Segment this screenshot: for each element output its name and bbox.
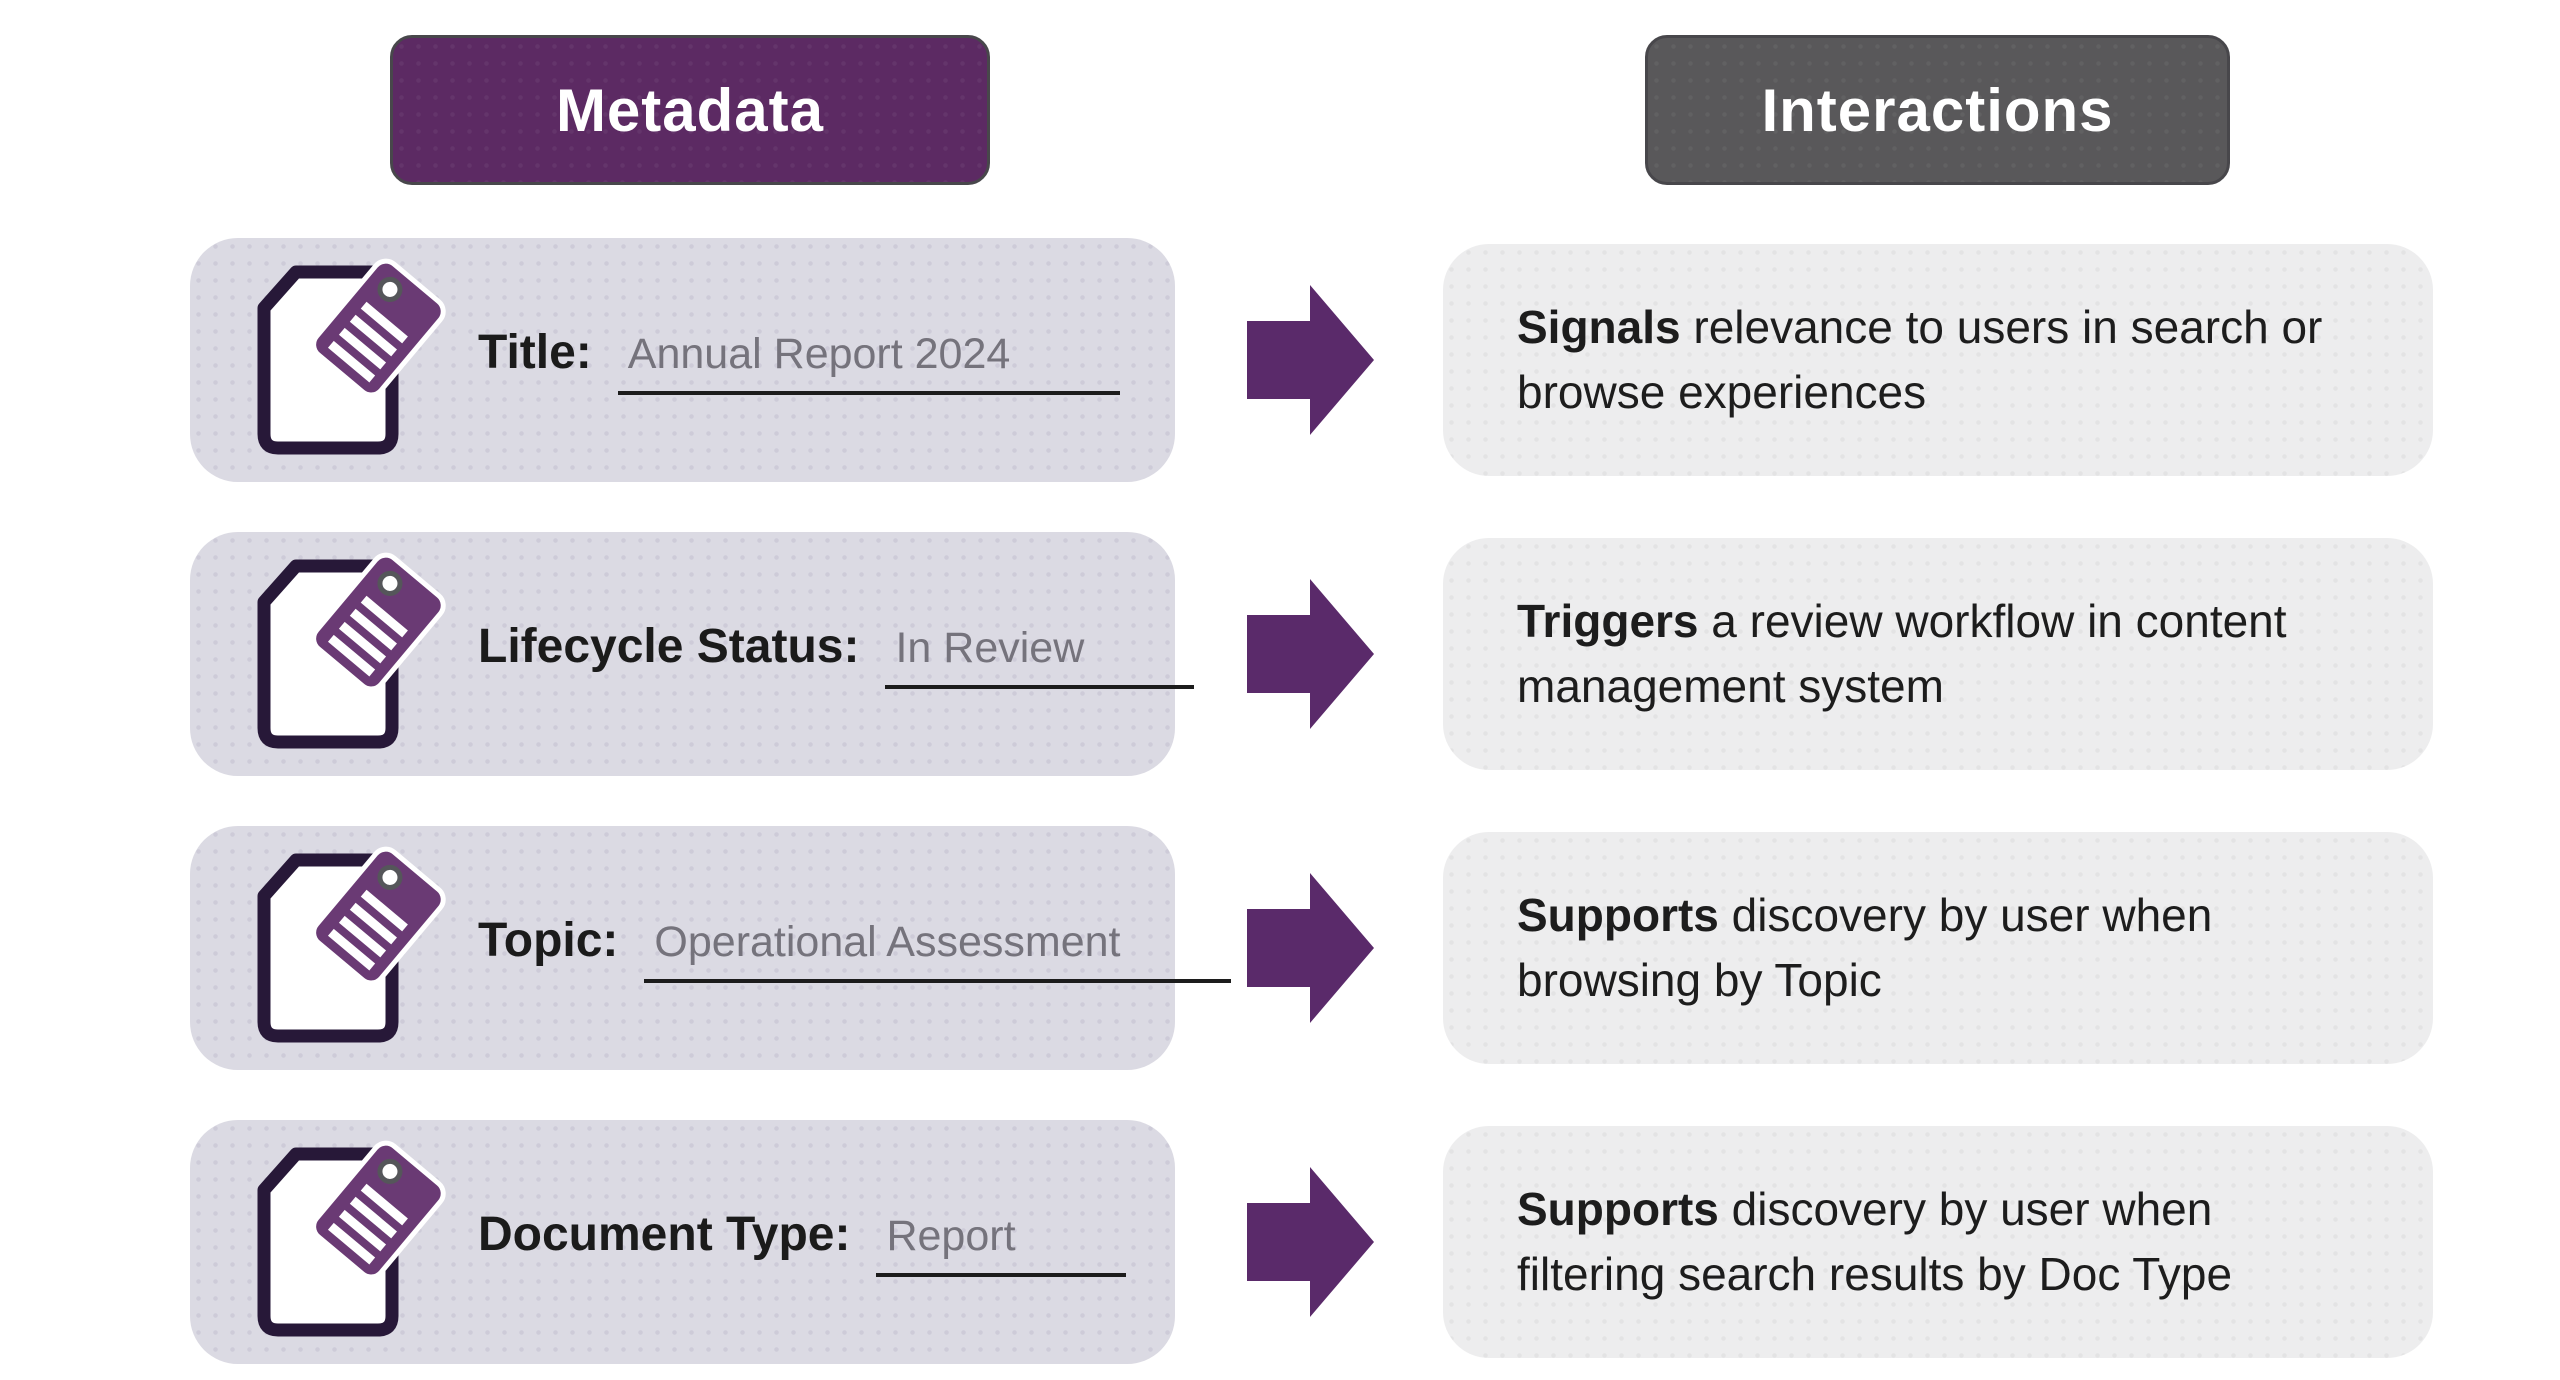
interaction-description: a review workflow in content management … [1517, 594, 2287, 712]
interaction-description: relevance to users in search or browse e… [1517, 300, 2323, 418]
field-value: Operational Assessment [644, 918, 1231, 983]
document-with-tag-icon [250, 1140, 446, 1341]
field-label: Topic: [478, 914, 619, 967]
field-label: Title: [478, 326, 592, 379]
interaction-card: Triggers a review workflow in content ma… [1443, 538, 2433, 770]
metadata-card: Lifecycle Status: In Review [190, 532, 1195, 776]
field-value: In Review [885, 624, 1195, 689]
row-title: Title: Annual Report 2024 Signals releva… [0, 238, 2560, 482]
interactions-header: Interactions [1645, 35, 2230, 185]
row-topic: Topic: Operational Assessment Supports d… [0, 826, 2560, 1070]
interaction-description: discovery by user when filtering search … [1517, 1182, 2233, 1300]
field-value: Annual Report 2024 [617, 330, 1121, 395]
arrow-right-icon [1247, 579, 1374, 729]
row-document-type: Document Type: Report Supports discovery… [0, 1120, 2560, 1364]
document-with-tag-icon [250, 846, 446, 1047]
metadata-header-label: Metadata [555, 76, 825, 144]
row-lifecycle-status: Lifecycle Status: In Review Triggers a r… [0, 532, 2560, 776]
arrow-right-icon [1247, 285, 1374, 435]
interaction-card: Supports discovery by user when filterin… [1443, 1126, 2433, 1358]
field-label: Document Type: [478, 1208, 851, 1261]
interaction-text: Signals relevance to users in search or … [1517, 295, 2322, 426]
metadata-card: Topic: Operational Assessment [190, 826, 1231, 1070]
field-label: Lifecycle Status: [478, 620, 860, 673]
interaction-text: Triggers a review workflow in content ma… [1517, 589, 2287, 720]
metadata-card: Title: Annual Report 2024 [190, 238, 1175, 482]
arrow-right-icon [1247, 1167, 1374, 1317]
interaction-lead-word: Signals [1517, 300, 1681, 353]
interactions-header-label: Interactions [1761, 76, 2114, 144]
metadata-card: Document Type: Report [190, 1120, 1175, 1364]
interaction-lead-word: Triggers [1517, 594, 1699, 647]
document-with-tag-icon [250, 552, 446, 753]
interaction-description: discovery by user when browsing by Topic [1517, 888, 2213, 1006]
interaction-card: Signals relevance to users in search or … [1443, 244, 2433, 476]
arrow-right-icon [1247, 873, 1374, 1023]
document-with-tag-icon [250, 258, 446, 459]
metadata-header: Metadata [390, 35, 990, 185]
interaction-text: Supports discovery by user when filterin… [1517, 1177, 2232, 1308]
interaction-text: Supports discovery by user when browsing… [1517, 883, 2212, 1014]
interaction-card: Supports discovery by user when browsing… [1443, 832, 2433, 1064]
interaction-lead-word: Supports [1517, 888, 1719, 941]
field-value: Report [876, 1212, 1126, 1277]
interaction-lead-word: Supports [1517, 1182, 1719, 1235]
